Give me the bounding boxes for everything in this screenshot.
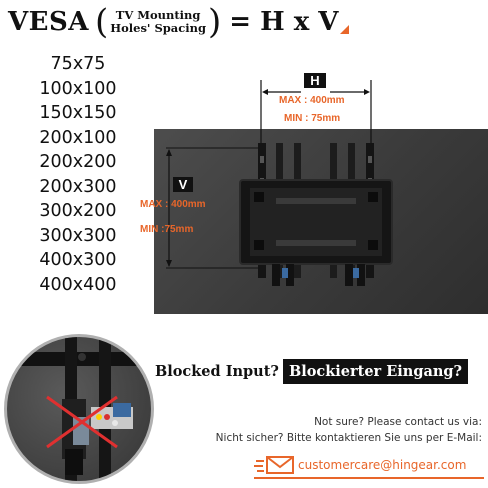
email-row[interactable]: customercare@hingear.com bbox=[254, 451, 484, 479]
vesa-size-item: 100x100 bbox=[39, 78, 117, 99]
vesa-size-item: 300x300 bbox=[39, 225, 117, 246]
wall-mount-bracket-illustration bbox=[166, 80, 393, 286]
vesa-size-item: 200x300 bbox=[39, 176, 117, 197]
support-email-link[interactable]: customercare@hingear.com bbox=[298, 458, 467, 472]
h-min-label: MIN : 75mm bbox=[284, 113, 341, 124]
title-subtitle: TV Mounting Holes' Spacing bbox=[110, 9, 206, 35]
close-paren: ) bbox=[208, 2, 222, 42]
v-dimension-badge: V bbox=[173, 177, 193, 192]
h-max-label: MAX : 400mm bbox=[279, 95, 345, 106]
contact-line-en: Not sure? Please contact us via: bbox=[314, 416, 482, 428]
blocked-input-detail-circle bbox=[4, 334, 154, 484]
vesa-size-item: 150x150 bbox=[39, 103, 117, 123]
mount-diagram: H MAX : 400mm MIN : 75mm V MAX : 400mm M… bbox=[140, 68, 488, 318]
vesa-size-item: 75x75 bbox=[50, 54, 106, 74]
vesa-size-item: 200x100 bbox=[39, 127, 117, 148]
blocked-input-de: Blockierter Eingang? bbox=[282, 358, 469, 384]
vesa-size-item: 400x300 bbox=[39, 250, 117, 270]
email-underline bbox=[254, 477, 484, 479]
vesa-label: VESA bbox=[8, 7, 89, 37]
open-paren: ( bbox=[94, 2, 109, 42]
blocked-port-illustration bbox=[7, 337, 151, 481]
h-dimension-badge: H bbox=[304, 73, 326, 88]
v-min-label: MIN :75mm bbox=[140, 224, 194, 235]
vesa-size-item: 200x200 bbox=[39, 152, 117, 172]
contact-line-de: Nicht sicher? Bitte kontaktieren Sie uns… bbox=[215, 432, 482, 444]
mail-icon bbox=[254, 456, 294, 474]
vesa-size-list: 75x75 100x100 150x150 200x100 200x200 200x300… bbox=[18, 52, 138, 297]
blocked-input-en: Blocked Input? bbox=[155, 362, 279, 380]
subtitle-line-1: TV Mounting bbox=[115, 8, 201, 22]
corner-triangle-icon bbox=[340, 24, 350, 34]
vesa-size-item: 400x400 bbox=[39, 274, 117, 295]
blocked-input-heading: Blocked Input? Blockierter Eingang? bbox=[155, 356, 469, 386]
v-max-label: MAX : 400mm bbox=[140, 199, 206, 210]
subtitle-line-2: Holes' Spacing bbox=[110, 21, 207, 35]
formula: = H x V bbox=[229, 7, 339, 37]
vesa-size-item: 300x200 bbox=[39, 201, 117, 221]
vesa-title: VESA ( TV Mounting Holes' Spacing ) = H … bbox=[8, 2, 350, 42]
